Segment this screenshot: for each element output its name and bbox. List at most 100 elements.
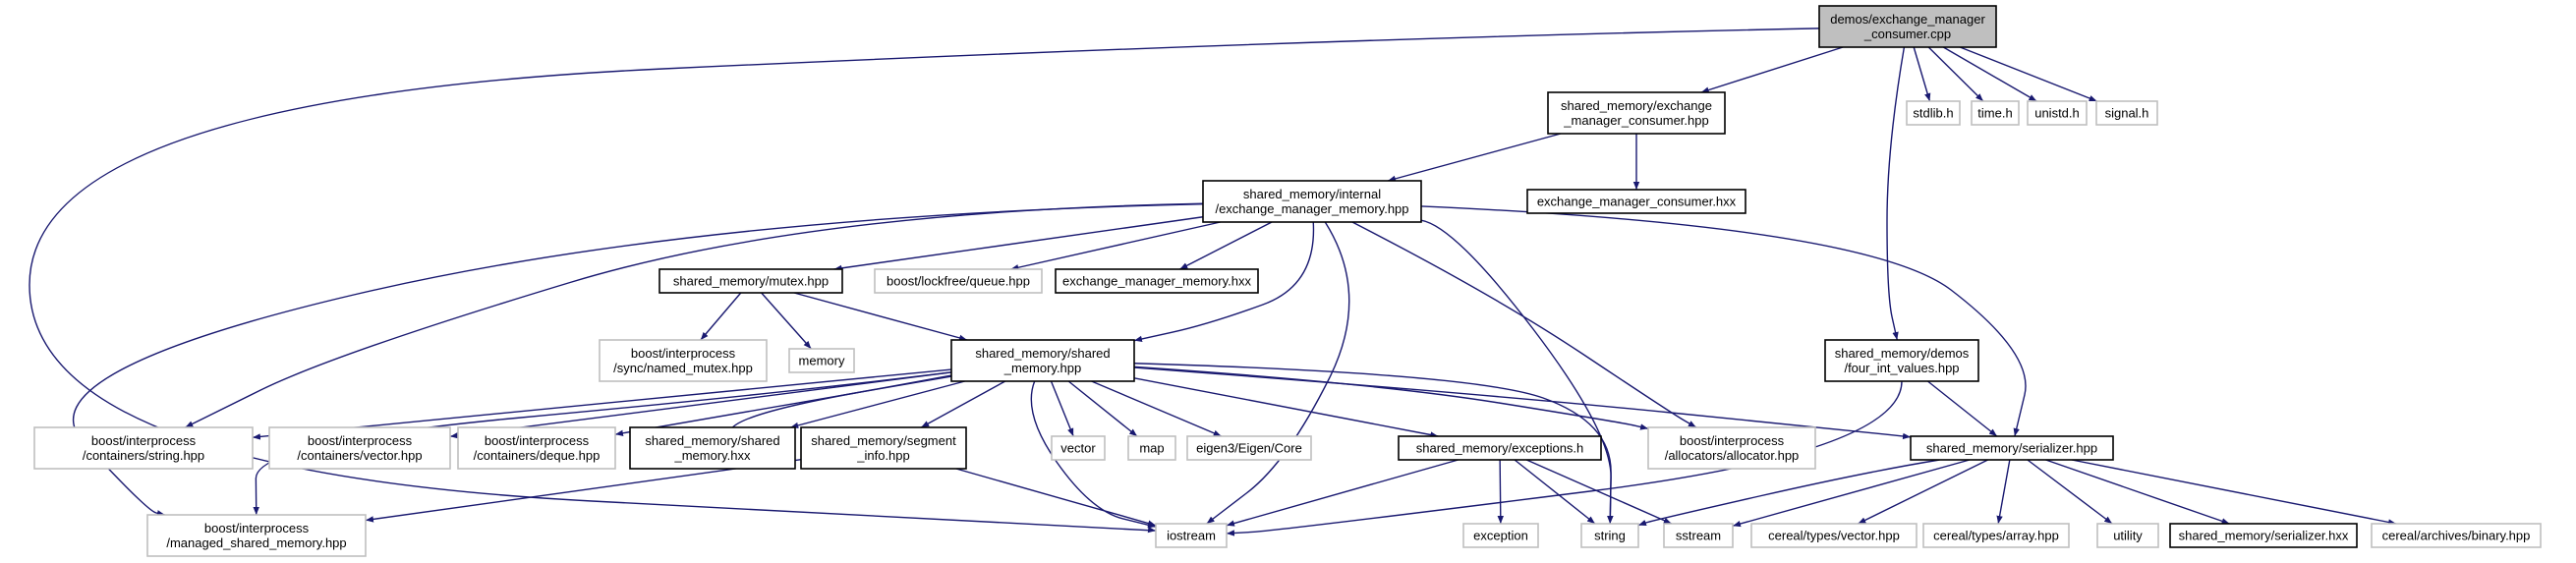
edge-shm_hpp-to-bi_alloc: [1133, 366, 1649, 430]
node-label: demos/exchange_manager: [1830, 12, 1985, 27]
node-box: [1055, 268, 1259, 294]
edge-exceptions-to-string: [1514, 459, 1596, 525]
edge-four_int-to-iostream: [1226, 380, 1903, 536]
node-box: [2027, 100, 2088, 126]
node-named-mutex[interactable]: boost/interprocess/sync/named_mutex.hpp: [599, 339, 768, 382]
node-label: _consumer.cpp: [1863, 27, 1951, 41]
node-label: eigen3/Eigen/Core: [1196, 441, 1302, 456]
node-emm-hxx[interactable]: exchange_manager_memory.hxx: [1055, 268, 1259, 294]
node-exception[interactable]: exception: [1462, 523, 1539, 548]
node-utility[interactable]: utility: [2096, 523, 2159, 548]
node-label: /containers/deque.hpp: [474, 448, 601, 463]
node-shm-hxx[interactable]: shared_memory/shared_memory.hxx: [629, 426, 796, 470]
node-box: [1202, 180, 1422, 223]
edge-shm_hxx-to-shm_hpp: [731, 370, 960, 428]
node-bi-alloc[interactable]: boost/interprocess/allocators/allocator.…: [1647, 426, 1816, 470]
node-emm-hpp[interactable]: shared_memory/internal/exchange_manager_…: [1202, 180, 1422, 223]
edge-seg_info-to-iostream: [955, 468, 1157, 527]
node-memory[interactable]: memory: [788, 348, 855, 373]
node-cereal-array[interactable]: cereal/types/array.hpp: [1922, 523, 2070, 548]
node-label: shared_memory/segment: [811, 433, 956, 448]
node-box: [800, 426, 967, 470]
edge-shm_hpp-to-seg_info: [920, 380, 1006, 428]
node-lfqueue[interactable]: boost/lockfree/queue.hpp: [874, 268, 1043, 294]
node-vector[interactable]: vector: [1051, 435, 1106, 461]
node-label: boost/interprocess: [1680, 433, 1785, 448]
node-label: /four_int_values.hpp: [1844, 361, 1959, 375]
node-label: boost/lockfree/queue.hpp: [887, 274, 1030, 289]
node-label: exchange_manager_consumer.hxx: [1537, 195, 1737, 209]
edge-exceptions-to-sstream: [1525, 459, 1673, 525]
node-box: [457, 426, 616, 470]
node-emc-hpp[interactable]: shared_memory/exchange_manager_consumer.…: [1547, 91, 1726, 135]
node-box: [874, 268, 1043, 294]
node-mutex[interactable]: shared_memory/mutex.hpp: [658, 268, 843, 294]
node-four-int[interactable]: shared_memory/demos/four_int_values.hpp: [1824, 339, 1979, 382]
node-cereal-binary[interactable]: cereal/archives/binary.hpp: [2371, 523, 2542, 548]
node-label: _info.hpp: [856, 448, 910, 463]
edge-shm_hpp-to-vector: [1050, 380, 1074, 437]
edge-root-to-iostream: [29, 28, 1820, 534]
edge-emc_hpp-to-emm_hpp: [1387, 133, 1562, 182]
node-box: [1824, 339, 1979, 382]
node-box: [146, 514, 367, 557]
edge-shm_hpp-to-iostream: [1030, 380, 1157, 529]
node-box: [2095, 100, 2158, 126]
node-label: time.h: [1977, 106, 2012, 121]
edges-layer: [29, 28, 2397, 536]
node-sstream[interactable]: sstream: [1663, 523, 1734, 548]
node-label: boost/interprocess: [485, 433, 590, 448]
node-box: [1818, 5, 1997, 48]
node-ser-hxx[interactable]: shared_memory/serializer.hxx: [2169, 523, 2358, 548]
node-seg-info[interactable]: shared_memory/segment_info.hpp: [800, 426, 967, 470]
edge-serializer-to-cereal_binary: [2071, 459, 2397, 526]
node-label: iostream: [1167, 529, 1216, 543]
node-iostream[interactable]: iostream: [1155, 523, 1228, 548]
node-label: shared_memory/shared: [975, 346, 1110, 361]
node-unistd[interactable]: unistd.h: [2027, 100, 2088, 126]
node-label: memory: [799, 354, 845, 368]
node-label: shared_memory/mutex.hpp: [673, 274, 829, 289]
node-cereal-vector[interactable]: cereal/types/vector.hpp: [1750, 523, 1918, 548]
node-root[interactable]: demos/exchange_manager_consumer.cpp: [1818, 5, 1997, 48]
node-signal[interactable]: signal.h: [2095, 100, 2158, 126]
edge-serializer-to-cereal_vector: [1858, 459, 1988, 525]
node-box: [950, 339, 1135, 382]
node-bi-string[interactable]: boost/interprocess/containers/string.hpp: [33, 426, 254, 470]
node-label: _manager_consumer.hpp: [1563, 113, 1708, 128]
node-eigen[interactable]: eigen3/Eigen/Core: [1186, 435, 1312, 461]
node-label: shared_memory/shared: [645, 433, 779, 448]
node-bi-deque[interactable]: boost/interprocess/containers/deque.hpp: [457, 426, 616, 470]
edge-emm_hpp-to-bi_string: [185, 202, 1204, 428]
node-time[interactable]: time.h: [1971, 100, 2020, 126]
node-box: [629, 426, 796, 470]
node-label: shared_memory/exchange: [1561, 98, 1712, 113]
node-map[interactable]: map: [1127, 435, 1176, 461]
edge-emm_hpp-to-lfqueue: [1010, 221, 1221, 271]
edge-emm_hpp-to-serializer: [1420, 205, 2027, 437]
node-label: boost/interprocess: [91, 433, 197, 448]
edge-exceptions-to-exception: [1497, 459, 1504, 525]
node-label: /managed_shared_memory.hpp: [166, 535, 346, 550]
node-label: stdlib.h: [1913, 106, 1953, 121]
edge-mutex-to-named_mutex: [700, 292, 742, 341]
node-box: [268, 426, 451, 470]
nodes-layer: demos/exchange_manager_consumer.cppshare…: [33, 5, 2542, 557]
node-box: [1051, 435, 1106, 461]
node-emc-hxx[interactable]: exchange_manager_consumer.hxx: [1526, 189, 1746, 214]
node-stdlib[interactable]: stdlib.h: [1906, 100, 1961, 126]
node-label: vector: [1060, 441, 1096, 456]
node-string[interactable]: string: [1580, 523, 1639, 548]
node-managed-shm[interactable]: boost/interprocess/managed_shared_memory…: [146, 514, 367, 557]
node-box: [599, 339, 768, 382]
node-shm-hpp[interactable]: shared_memory/shared_memory.hpp: [950, 339, 1135, 382]
edge-emm_hpp-to-string: [1420, 219, 1614, 525]
node-bi-vector[interactable]: boost/interprocess/containers/vector.hpp: [268, 426, 451, 470]
node-serializer[interactable]: shared_memory/serializer.hpp: [1910, 435, 2114, 461]
edge-shm_hpp-to-eigen: [1091, 380, 1222, 437]
node-label: signal.h: [2105, 106, 2149, 121]
node-exceptions[interactable]: shared_memory/exceptions.h: [1398, 435, 1602, 461]
node-box: [1547, 91, 1726, 135]
edge-shm_hpp-to-serializer: [1133, 366, 1912, 440]
